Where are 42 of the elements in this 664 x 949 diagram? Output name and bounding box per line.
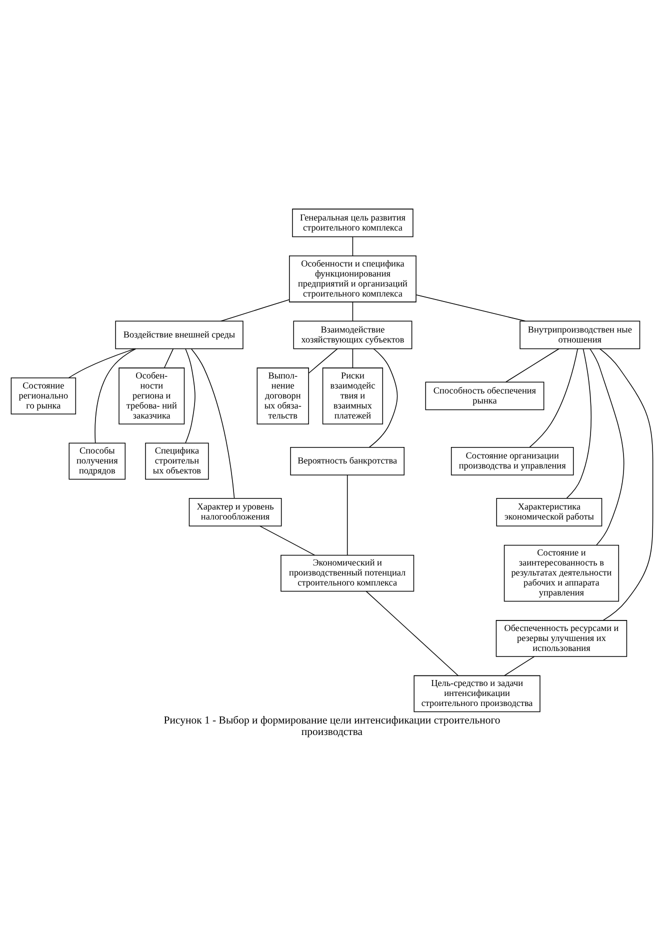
node-box: Состояние и заинтересованность в результатах деятельности рабочих и аппарата управления	[504, 544, 620, 602]
connector	[368, 348, 398, 448]
node-box: Генеральная цель развития строительного комплекса	[292, 208, 414, 237]
connector	[346, 474, 348, 555]
connector	[566, 348, 592, 498]
node-box: Характер и уровень налогообложения	[188, 498, 282, 526]
node-box: Экономический и производственный потенциал строительного комплекса	[280, 554, 414, 592]
connector	[506, 348, 560, 382]
node-box: Способы получения подрядов	[68, 442, 126, 480]
node-box: Вероятность банкротства	[290, 446, 405, 475]
connector	[352, 236, 354, 256]
node-box: Характеристика экономической работы	[496, 498, 602, 526]
node-box: Выпол- нение договорн ых обяза- тельств	[256, 367, 309, 424]
connector	[260, 525, 316, 556]
connector	[416, 294, 526, 321]
node-box: Специфика строительн ых объектов	[145, 442, 209, 480]
node-box: Особен- ности региона и требова- ний заказчика	[118, 367, 185, 424]
node-box: Цель-средство и задачи интенсификации строительного производства	[414, 674, 540, 712]
node-box: Риски взаимодейс твия и взаимных платежей	[322, 367, 384, 424]
connector	[529, 348, 578, 448]
caption: Рисунок 1 - Выбор и формирование цели интенсификации строительного производства	[164, 714, 500, 738]
connector	[366, 590, 459, 676]
connector	[164, 348, 174, 368]
node-box: Состояние регионально го рынка	[10, 377, 76, 414]
connector	[185, 348, 196, 443]
node-box: Способность обеспечения рынка	[425, 381, 544, 410]
node-box: Внутрипроизводствен ные отношения	[520, 320, 640, 349]
connector	[308, 348, 338, 374]
connector	[220, 298, 290, 321]
connector	[352, 301, 354, 321]
connector	[68, 348, 136, 378]
connector	[352, 348, 354, 368]
connector	[600, 348, 654, 620]
node-box: Воздействие внешней среды	[115, 320, 244, 349]
node-box: Особенности и специфика функционирования предприятий и организаций строительного комплекса	[289, 255, 416, 302]
connector	[94, 348, 136, 443]
node-box: Обеспеченность ресурсами и резервы улучшения их использования	[496, 620, 628, 656]
node-box: Взаимодействие хозяйствующих субъектов	[293, 320, 412, 349]
connector	[191, 348, 235, 498]
connector	[590, 348, 624, 545]
connector	[504, 656, 535, 676]
node-box: Состояние организации производства и управления	[450, 446, 574, 475]
